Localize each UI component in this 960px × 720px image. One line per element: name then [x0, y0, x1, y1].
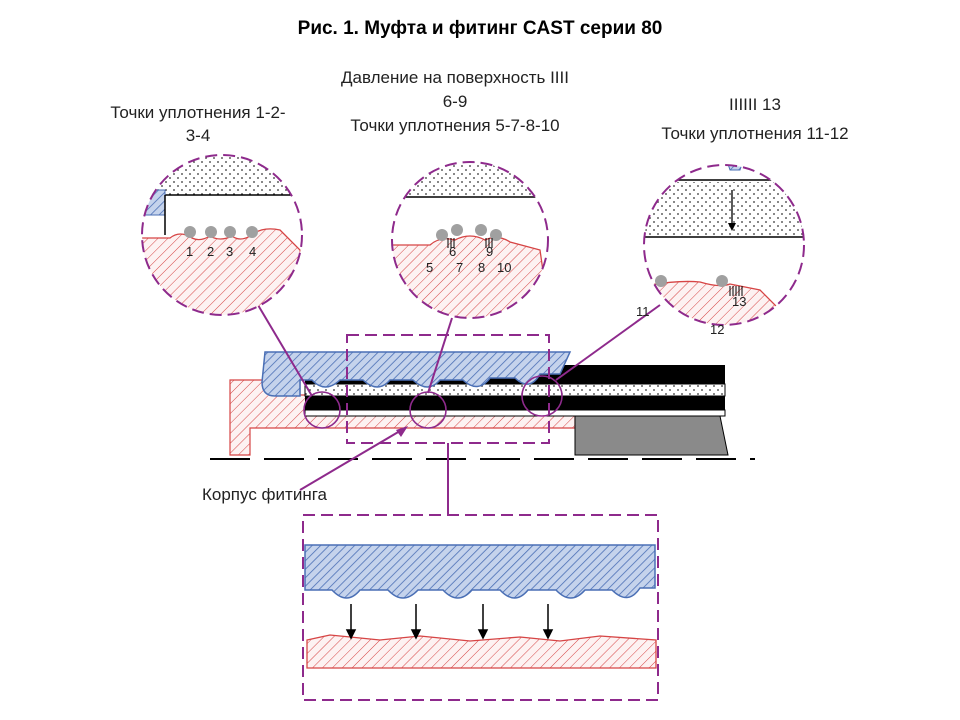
mid-label-line1: Давление на поверхность IIII: [341, 68, 569, 87]
point-number-11: 11: [636, 304, 650, 319]
body-label-arrow: [299, 426, 408, 491]
detail-circle-right: 11 12 13: [636, 164, 805, 337]
point-number-5: 5: [426, 260, 433, 275]
detail-circle-left: 1 2 3 4: [141, 154, 303, 316]
detail-marker-left: [303, 391, 341, 429]
left-seal-label-line2: 3-4: [185, 126, 211, 145]
fitting-body-label: Корпус фитинга: [202, 485, 327, 504]
point-number-3: 3: [226, 244, 233, 259]
point-number-7: 7: [456, 260, 463, 275]
right-label-line2: Точки уплотнения 11-12: [661, 124, 849, 143]
detail-marker-right: [521, 375, 563, 417]
mid-label-line3: Точки уплотнения 5-7-8-10: [350, 116, 560, 135]
point-number-13: 13: [732, 294, 746, 309]
leader-mid: [427, 317, 453, 394]
left-seal-label-line1: Точки уплотнения 1-2-: [110, 103, 286, 122]
leader-left: [257, 304, 313, 397]
zoom-detail-box: [302, 514, 659, 701]
figure-title: Рис. 1. Муфта и фитинг CAST серии 80: [297, 18, 663, 39]
mid-label-line2: 6-9: [442, 92, 468, 111]
coupling-sleeve: [261, 351, 572, 397]
zoom-frame-main: [346, 334, 550, 444]
point-number-6: 6: [449, 244, 456, 259]
point-number-2: 2: [207, 244, 214, 259]
detail-circle-mid: 5 6 7 8 9 10: [391, 161, 549, 319]
point-number-10: 10: [497, 260, 511, 275]
point-number-1: 1: [186, 244, 193, 259]
point-number-12: 12: [710, 322, 724, 337]
pressure-arrows: [345, 604, 554, 640]
right-label-line1: IIIIII 13: [729, 95, 781, 114]
leader-right: [555, 304, 661, 381]
point-number-4: 4: [249, 244, 256, 259]
point-number-9: 9: [486, 244, 493, 259]
point-number-8: 8: [478, 260, 485, 275]
